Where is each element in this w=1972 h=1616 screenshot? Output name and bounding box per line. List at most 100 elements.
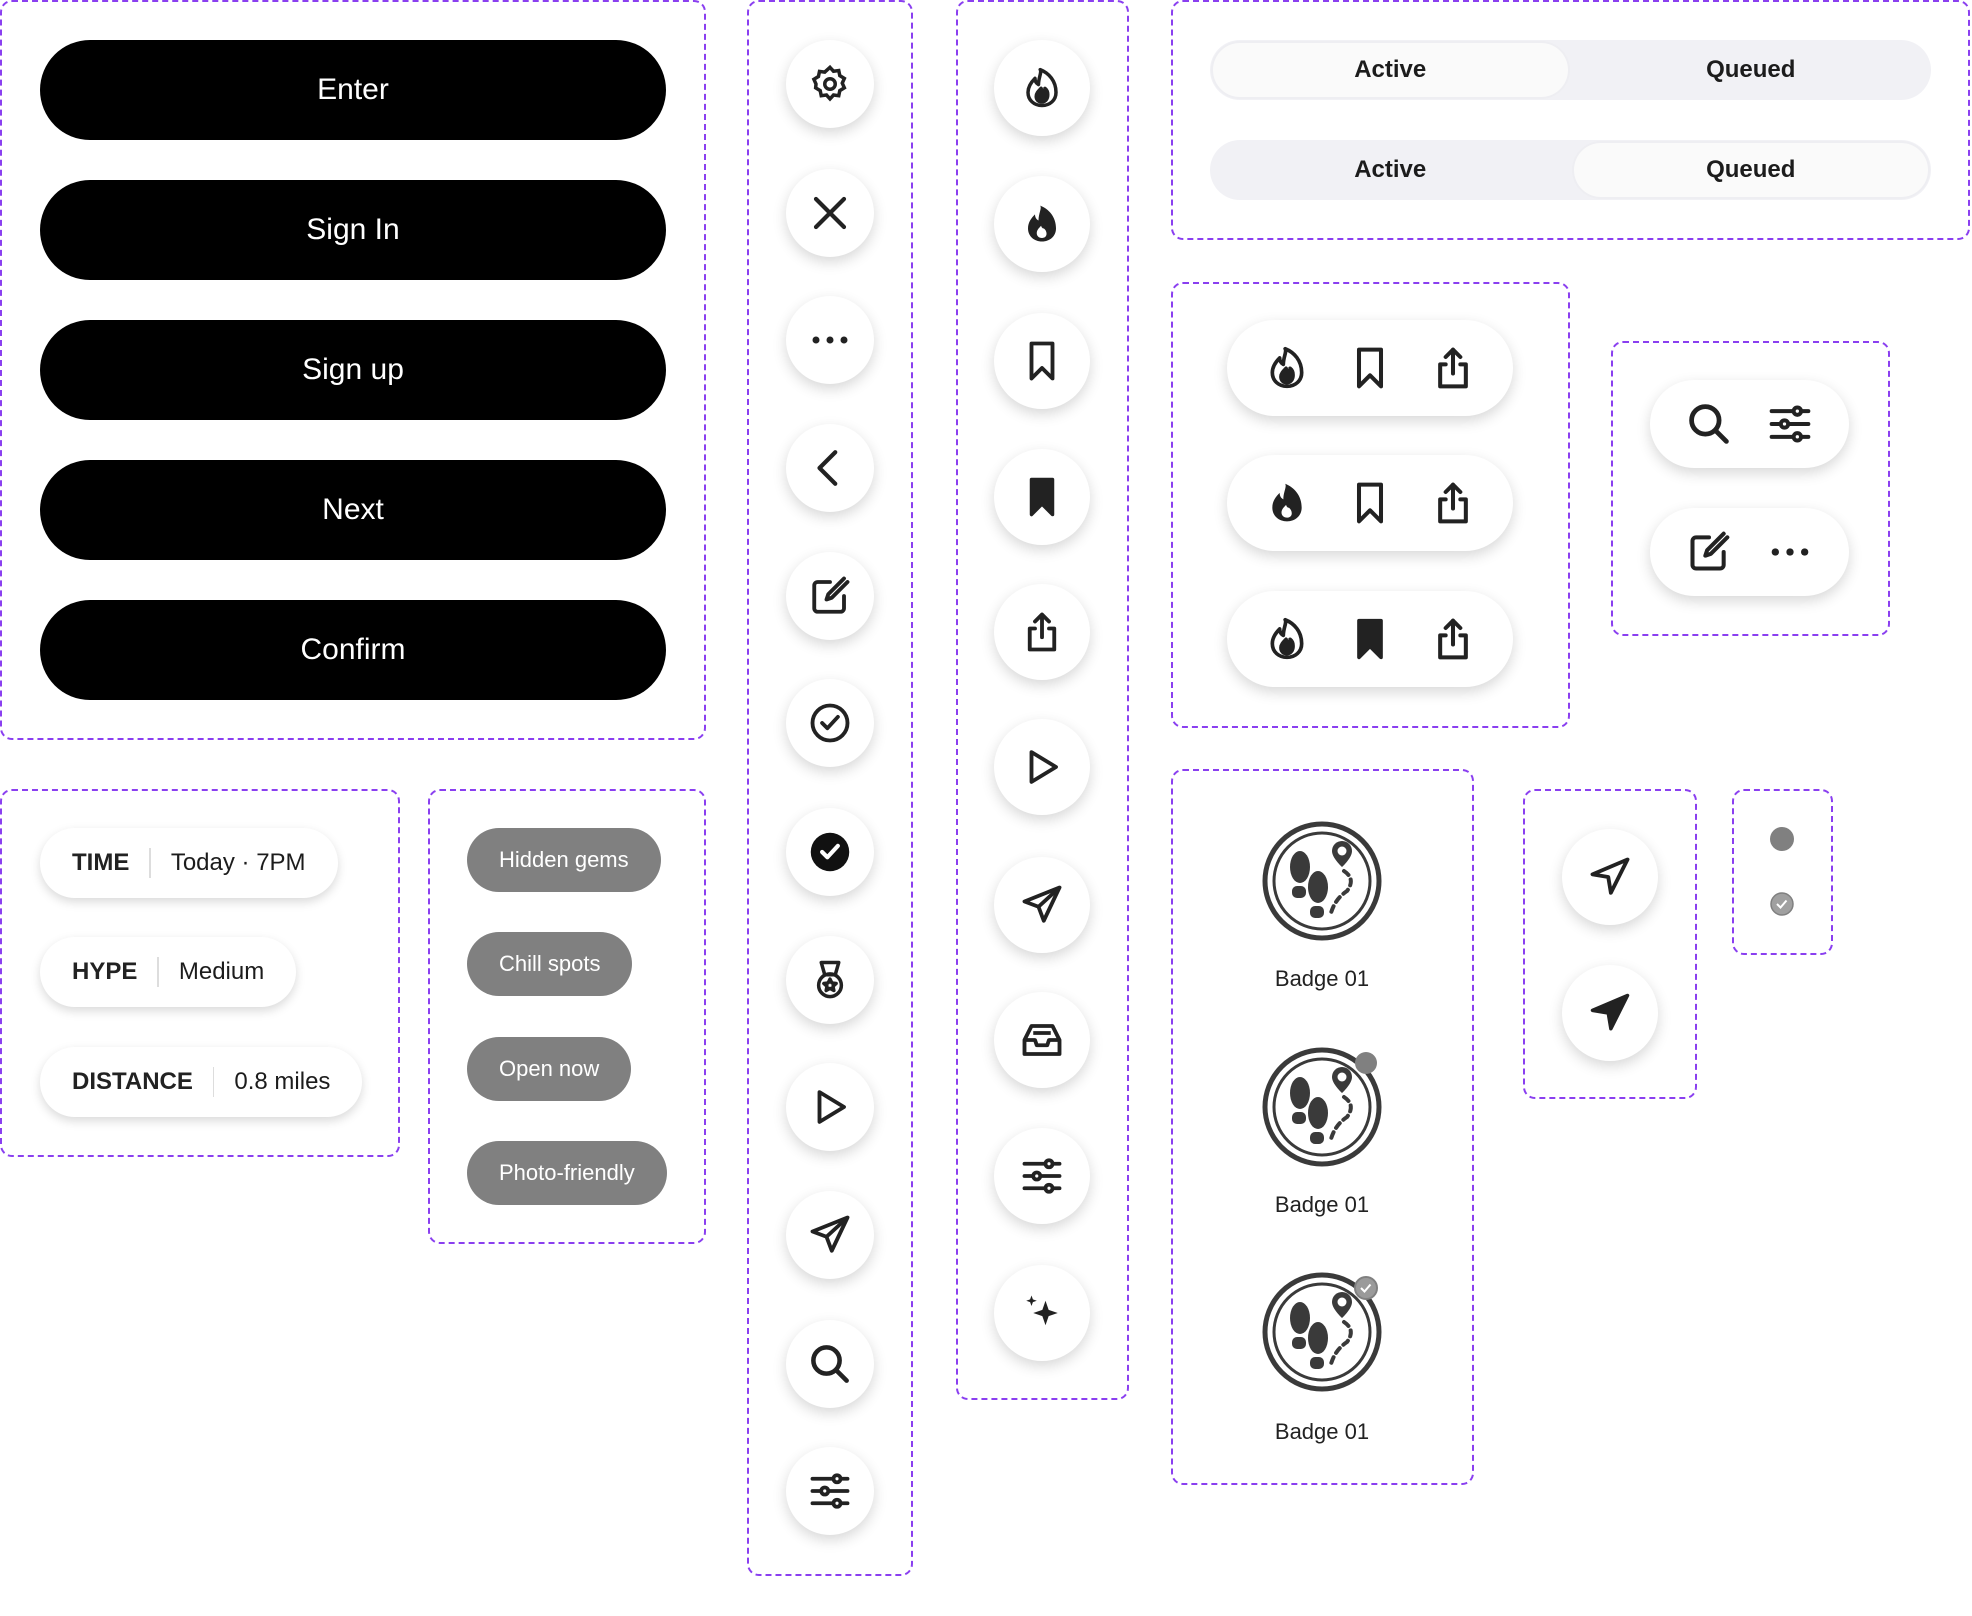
check-circle-icon — [810, 703, 850, 743]
bookmark-icon[interactable] — [1348, 346, 1392, 390]
enter-button[interactable]: Enter — [40, 40, 666, 140]
close-button[interactable] — [786, 169, 874, 257]
gear-button[interactable] — [786, 40, 874, 128]
flame-filled-icon[interactable] — [1265, 481, 1309, 525]
sliders-button[interactable] — [786, 1447, 874, 1535]
sliders-button[interactable] — [994, 1128, 1090, 1224]
play-button[interactable] — [994, 719, 1090, 815]
badge-footsteps-icon[interactable] — [1262, 1272, 1382, 1392]
back-button[interactable] — [786, 424, 874, 512]
send-icon — [810, 1215, 850, 1253]
chip-key: DISTANCE — [72, 1068, 193, 1095]
check-indicator-icon — [1770, 892, 1794, 916]
next-button[interactable]: Next — [40, 460, 666, 560]
send-button[interactable] — [786, 1191, 874, 1279]
toolbar-pills-group — [1611, 341, 1890, 636]
sparkle-icon — [1026, 1295, 1058, 1326]
close-icon — [809, 192, 851, 234]
more-icon[interactable] — [1768, 530, 1812, 574]
segmented-control-queued: Active Queued — [1210, 140, 1931, 200]
flame-icon[interactable] — [1265, 617, 1309, 661]
share-icon[interactable] — [1431, 617, 1475, 661]
sparkle-button[interactable] — [994, 1265, 1090, 1361]
bookmark-button[interactable] — [994, 313, 1090, 409]
icon-buttons-column-1 — [747, 0, 913, 1576]
sign-up-button[interactable]: Sign up — [40, 320, 666, 420]
inbox-icon — [1022, 1024, 1062, 1056]
more-icon — [812, 336, 848, 344]
share-icon — [1027, 612, 1057, 652]
search-icon[interactable] — [1687, 402, 1731, 446]
flame-button[interactable] — [994, 40, 1090, 136]
sliders-icon[interactable] — [1768, 402, 1812, 446]
distance-chip: DISTANCE 0.8 miles — [40, 1047, 363, 1117]
navigate-button[interactable] — [1562, 829, 1658, 925]
action-pill — [1227, 320, 1513, 416]
indicators-group — [1732, 789, 1833, 955]
segment-active[interactable]: Active — [1213, 43, 1568, 97]
play-button[interactable] — [786, 1063, 874, 1151]
share-icon[interactable] — [1431, 481, 1475, 525]
action-pills-group — [1171, 282, 1570, 728]
medal-icon — [816, 960, 844, 999]
tag-photo-friendly[interactable]: Photo-friendly — [467, 1141, 667, 1205]
badge-dot-indicator — [1355, 1052, 1377, 1074]
bookmark-filled-button[interactable] — [994, 449, 1090, 545]
chip-key: HYPE — [72, 958, 138, 985]
sign-in-button[interactable]: Sign In — [40, 180, 666, 280]
tag-hidden-gems[interactable]: Hidden gems — [467, 828, 661, 892]
gear-icon — [812, 65, 847, 101]
back-icon — [809, 447, 851, 489]
badge-label: Badge 01 — [1274, 1419, 1370, 1444]
tags-group — [428, 789, 706, 1244]
play-icon — [1029, 750, 1058, 784]
navigation-arrow-filled-icon — [1590, 993, 1630, 1031]
more-button[interactable] — [786, 296, 874, 384]
check-circle-filled-button[interactable] — [786, 808, 874, 896]
badge-footsteps-icon[interactable] — [1262, 821, 1382, 941]
flame-filled-icon — [1028, 205, 1056, 242]
flame-icon — [1026, 67, 1058, 108]
action-pill — [1227, 455, 1513, 551]
segment-queued[interactable]: Queued — [1573, 143, 1928, 197]
confirm-button[interactable]: Confirm — [40, 600, 666, 700]
flame-icon[interactable] — [1265, 346, 1309, 390]
segmented-controls-group — [1171, 0, 1970, 240]
badge-footsteps-icon[interactable] — [1262, 1047, 1382, 1167]
chip-value: 0.8 miles — [234, 1068, 331, 1095]
segment-queued[interactable]: Queued — [1706, 56, 1796, 83]
share-icon[interactable] — [1431, 346, 1475, 390]
search-button[interactable] — [786, 1320, 874, 1408]
bookmark-icon — [1029, 341, 1055, 381]
inbox-button[interactable] — [994, 992, 1090, 1088]
divider — [149, 848, 151, 878]
sliders-icon — [810, 1473, 850, 1509]
segmented-control-active: Active Queued — [1210, 40, 1931, 100]
chip-value: Medium — [178, 958, 265, 985]
navigation-buttons-group — [1523, 789, 1697, 1099]
bookmark-filled-icon[interactable] — [1348, 617, 1392, 661]
sliders-icon — [1022, 1158, 1062, 1194]
medal-button[interactable] — [786, 936, 874, 1024]
check-circle-button[interactable] — [786, 679, 874, 767]
tag-open-now[interactable]: Open now — [467, 1037, 632, 1101]
badge-label: Badge 01 — [1274, 966, 1370, 991]
icon-buttons-column-2 — [956, 0, 1129, 1400]
search-icon — [809, 1343, 851, 1385]
edit-more-pill — [1650, 508, 1849, 596]
edit-icon — [812, 576, 850, 614]
bookmark-icon[interactable] — [1348, 481, 1392, 525]
edit-button[interactable] — [786, 552, 874, 640]
share-button[interactable] — [994, 584, 1090, 680]
badge-label: Badge 01 — [1274, 1192, 1370, 1217]
segment-active[interactable]: Active — [1354, 156, 1427, 183]
hype-chip: HYPE Medium — [40, 937, 297, 1007]
edit-icon[interactable] — [1687, 530, 1731, 574]
send-button[interactable] — [994, 857, 1090, 953]
info-chips-group — [0, 789, 400, 1157]
divider — [212, 1067, 215, 1097]
navigate-active-button[interactable] — [1562, 965, 1658, 1061]
tag-chill-spots[interactable]: Chill spots — [467, 932, 633, 996]
flame-filled-button[interactable] — [994, 176, 1090, 272]
